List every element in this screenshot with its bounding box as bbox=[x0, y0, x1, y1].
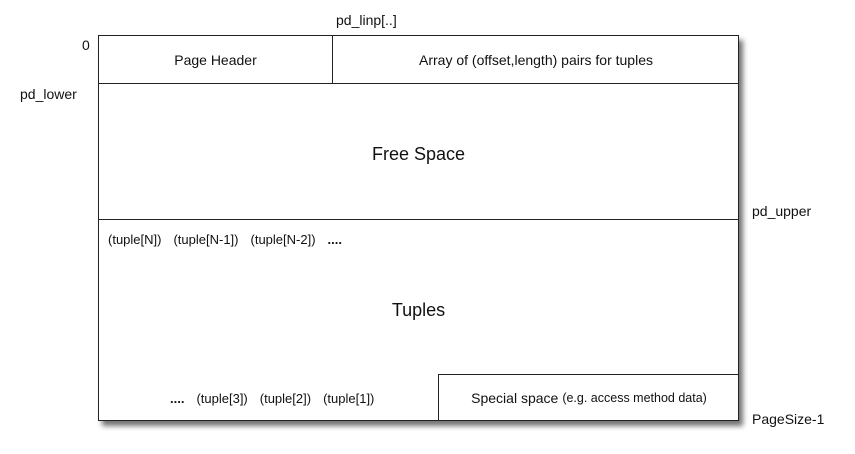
pd-linp-label: pd_linp[..] bbox=[336, 12, 397, 28]
tuple-item: (tuple[1]) bbox=[323, 391, 375, 406]
free-space-bottom-line bbox=[99, 219, 738, 220]
tuple-item: (tuple[N]) bbox=[108, 232, 162, 247]
special-space-region: Special space(e.g. access method data) bbox=[438, 374, 739, 421]
tuple-item: (tuple[N-1]) bbox=[173, 232, 239, 247]
free-space-region: Free Space bbox=[371, 144, 466, 164]
page-layout-box: Page Header Array of (offset,length) pai… bbox=[98, 35, 739, 421]
pagesize-label: PageSize-1 bbox=[752, 411, 825, 427]
header-bottom-line bbox=[99, 83, 738, 84]
ellipsis: .... bbox=[327, 232, 342, 247]
offset-zero-label: 0 bbox=[82, 37, 90, 53]
top-tuple-row: (tuple[N]) (tuple[N-1]) (tuple[N-2]).... bbox=[108, 232, 354, 247]
tuple-item: (tuple[3]) bbox=[196, 391, 248, 406]
bottom-tuple-row: .... (tuple[3]) (tuple[2]) (tuple[1]) bbox=[170, 391, 386, 406]
tuple-item: (tuple[2]) bbox=[259, 391, 312, 406]
tuple-item: (tuple[N-2]) bbox=[250, 232, 316, 247]
special-space-label: Special space bbox=[471, 390, 559, 406]
pd-lower-label: pd_lower bbox=[20, 86, 77, 102]
linp-array-cell: Array of (offset,length) pairs for tuple… bbox=[419, 52, 653, 68]
header-divider-line bbox=[332, 36, 333, 83]
tuples-region: Tuples bbox=[391, 300, 446, 320]
page-header-cell: Page Header bbox=[174, 52, 257, 68]
ellipsis: .... bbox=[170, 391, 185, 406]
pd-upper-label: pd_upper bbox=[752, 203, 812, 219]
special-space-detail: (e.g. access method data) bbox=[562, 391, 707, 405]
